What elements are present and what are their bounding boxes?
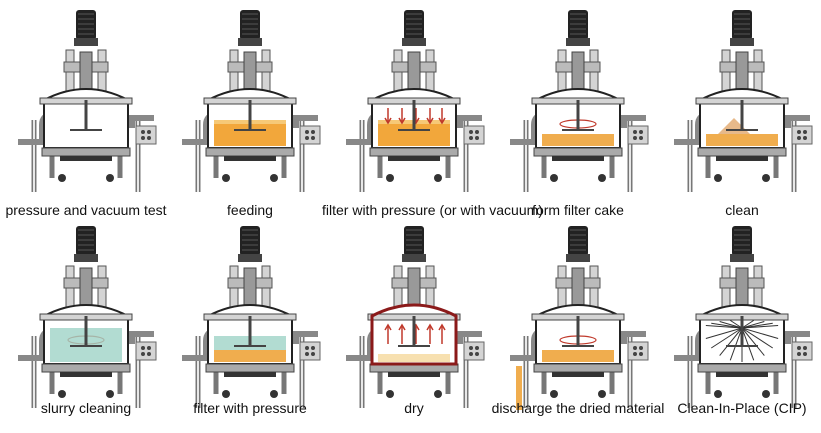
step-caption: clean bbox=[725, 202, 759, 218]
step-caption: feeding bbox=[227, 202, 273, 218]
step-caption: filter with pressure (or with vacuum) bbox=[322, 202, 543, 218]
step-caption: filter with pressure bbox=[193, 400, 307, 416]
process-step: discharge the dried material bbox=[492, 216, 664, 432]
process-step: slurry cleaning bbox=[4, 216, 168, 432]
process-step: pressure and vacuum test bbox=[4, 0, 168, 218]
process-step: filter with pressure (or with vacuum) bbox=[322, 0, 543, 218]
vessel-clean-icon bbox=[674, 10, 813, 192]
vessel-cip-icon bbox=[674, 226, 813, 408]
process-step: filter with pressure bbox=[168, 216, 332, 432]
step-caption: dry bbox=[404, 400, 424, 416]
vessel-discharge-icon bbox=[510, 226, 649, 410]
step-caption: pressure and vacuum test bbox=[5, 202, 167, 218]
process-step: dry bbox=[332, 216, 496, 432]
step-caption: Clean-In-Place (CIP) bbox=[677, 400, 807, 416]
vessel-empty-icon bbox=[18, 10, 157, 192]
process-step: Clean-In-Place (CIP) bbox=[660, 216, 821, 432]
vessel-dry-icon bbox=[346, 226, 485, 408]
vessel-filter-icon bbox=[346, 10, 485, 192]
process-step: clean bbox=[660, 0, 821, 218]
vessel-slurry-icon bbox=[182, 10, 321, 192]
step-caption: form filter cake bbox=[532, 202, 624, 218]
process-step: form filter cake bbox=[496, 0, 660, 218]
step-caption: discharge the dried material bbox=[491, 400, 665, 416]
vessel-wash-filter-icon bbox=[182, 226, 321, 408]
step-caption: slurry cleaning bbox=[40, 400, 132, 416]
vessel-cake-icon bbox=[510, 10, 649, 192]
vessel-wash-icon bbox=[18, 226, 157, 408]
process-step: feeding bbox=[168, 0, 332, 218]
